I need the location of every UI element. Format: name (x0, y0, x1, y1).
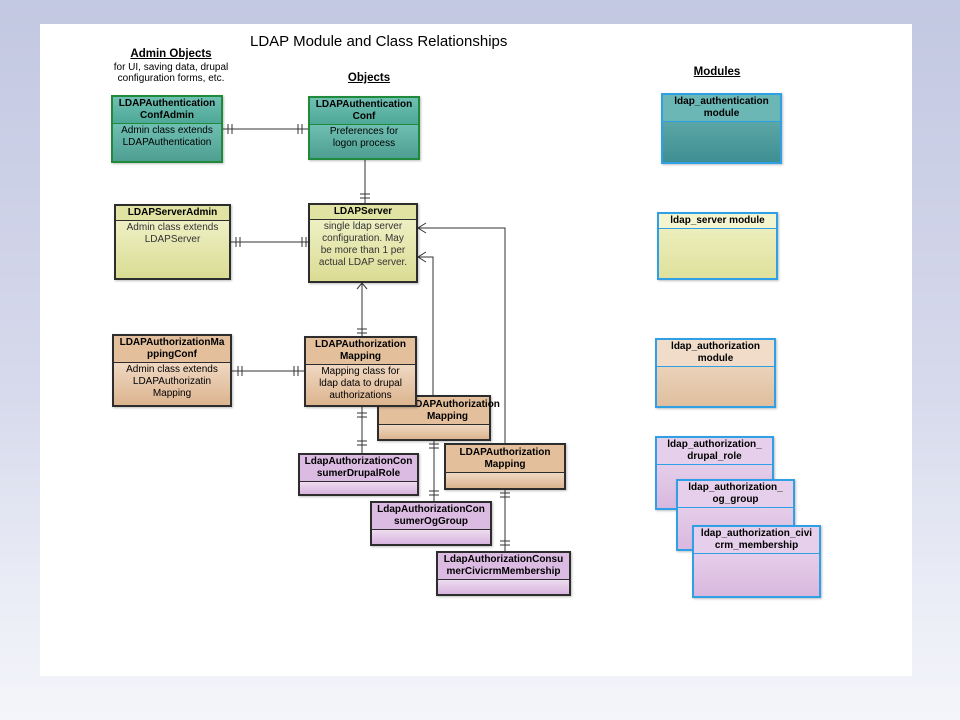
module-header: ldap_authorization_og_group (678, 481, 793, 508)
box-body (438, 580, 569, 594)
box-body (379, 424, 489, 439)
box-body (300, 482, 417, 494)
admin-objects-subtitle: for UI, saving data, drupal configuratio… (113, 62, 229, 84)
relationship-lines (222, 124, 510, 551)
admin-objects-heading: Admin Objects (130, 48, 212, 60)
module-header: ldap_server module (659, 214, 776, 229)
diagram-canvas: LDAP Module and Class Relationships Admi… (40, 24, 912, 676)
box-header: LDAPServer (310, 205, 416, 220)
module-ldap-server: ldap_server module (657, 212, 778, 280)
module-body (694, 554, 819, 596)
box-body (446, 472, 564, 488)
module-header: ldap_authorization_drupal_role (657, 438, 772, 465)
module-body (663, 122, 780, 162)
modules-heading: Modules (693, 66, 741, 78)
module-body (659, 229, 776, 278)
box-header: LDAPServerAdmin (116, 206, 229, 221)
link-server-mapping2 (418, 256, 434, 395)
box-body (372, 530, 490, 544)
module-body (657, 367, 774, 406)
diagram-title: LDAP Module and Class Relationships (250, 33, 508, 50)
link-server-mapping3 (418, 227, 506, 443)
objects-heading: Objects (347, 72, 391, 84)
